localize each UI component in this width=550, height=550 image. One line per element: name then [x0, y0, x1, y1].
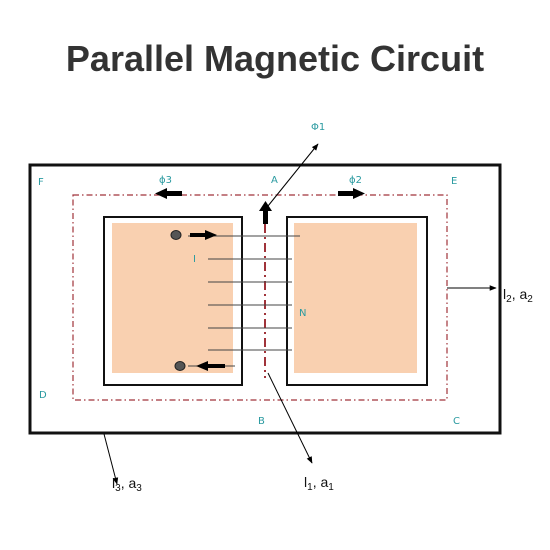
- coil-current-label: I: [193, 254, 196, 265]
- page-title: Parallel Magnetic Circuit: [65, 38, 485, 79]
- flux-phi3-arrow: [155, 188, 182, 199]
- path1-label: l1, a1: [304, 474, 334, 493]
- left-window-fill: [112, 223, 233, 373]
- current-out-arrow: [196, 361, 225, 371]
- path2-label: l2, a2: [503, 286, 533, 305]
- outer-core-frame: [28, 163, 502, 435]
- coil-turns-label: N: [299, 308, 306, 319]
- point-label-f: F: [38, 177, 44, 188]
- path3-label: l3, a3: [112, 475, 142, 494]
- flux-label-phi2: ϕ2: [349, 175, 362, 186]
- point-label-a: A: [271, 175, 278, 186]
- flux-mean-path: [72, 194, 448, 401]
- right-window-fill: [294, 223, 417, 373]
- point-label-b: B: [258, 416, 265, 427]
- phi1-leader-arrow: [267, 143, 319, 207]
- path1-leader-arrow: [267, 372, 313, 464]
- coil-terminal-top: [170, 230, 182, 240]
- flux-phi2-arrow: [338, 188, 365, 199]
- coil-windings: [188, 235, 300, 367]
- coil-terminal-bottom: [174, 361, 186, 371]
- point-label-c: C: [453, 416, 460, 427]
- point-label-d: D: [39, 390, 47, 401]
- flux-label-phi1: Φ1: [311, 122, 325, 133]
- flux-label-phi3: ϕ3: [159, 175, 172, 186]
- flux-phi1-arrow: [259, 201, 272, 224]
- path3-leader-arrow: [103, 433, 119, 485]
- current-in-arrow: [190, 230, 217, 240]
- point-label-e: E: [451, 176, 457, 187]
